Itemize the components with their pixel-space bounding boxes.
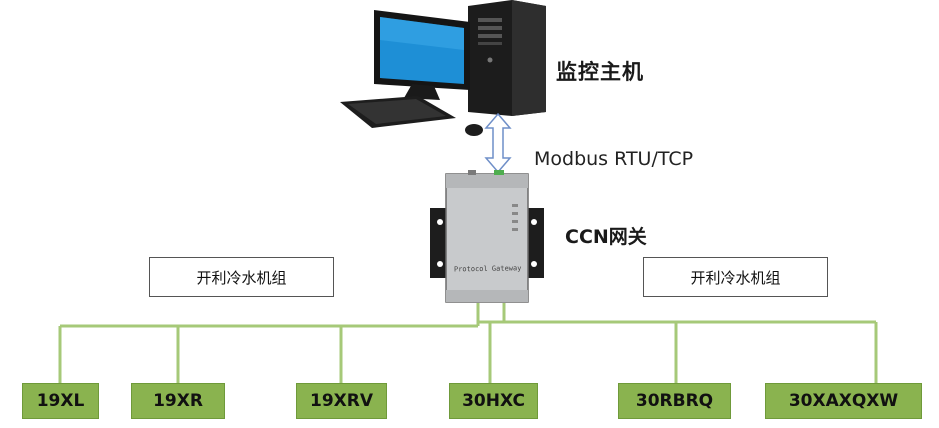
desktop-computer-icon	[340, 0, 546, 136]
host-label: 监控主机	[556, 60, 644, 84]
chiller-group-left-label: 开利冷水机组	[196, 268, 287, 287]
unit-label: 19XRV	[309, 391, 373, 411]
chiller-group-right: 开利冷水机组	[643, 257, 828, 297]
unit-19xr: 19XR	[131, 383, 225, 419]
unit-19xl: 19XL	[22, 383, 99, 419]
unit-label: 19XR	[153, 391, 203, 411]
bidirectional-arrow-icon	[484, 112, 512, 174]
unit-label: 30HXC	[462, 391, 525, 411]
unit-30xaxqxw: 30XAXQXW	[765, 383, 922, 419]
unit-label: 30RBRQ	[635, 391, 714, 411]
gateway-device-icon: Protocol Gateway	[430, 170, 544, 303]
gateway-label: CCN网关	[565, 226, 647, 248]
unit-30rbrq: 30RBRQ	[618, 383, 731, 419]
unit-30hxc: 30HXC	[449, 383, 538, 419]
unit-19xrv: 19XRV	[296, 383, 387, 419]
ccn-bus	[58, 303, 878, 383]
unit-label: 30XAXQXW	[788, 391, 899, 411]
chiller-group-left: 开利冷水机组	[149, 257, 334, 297]
protocol-label: Modbus RTU/TCP	[534, 148, 694, 170]
chiller-group-right-label: 开利冷水机组	[690, 268, 781, 287]
gateway-device-text: Protocol Gateway	[454, 264, 522, 273]
unit-label: 19XL	[36, 391, 85, 411]
